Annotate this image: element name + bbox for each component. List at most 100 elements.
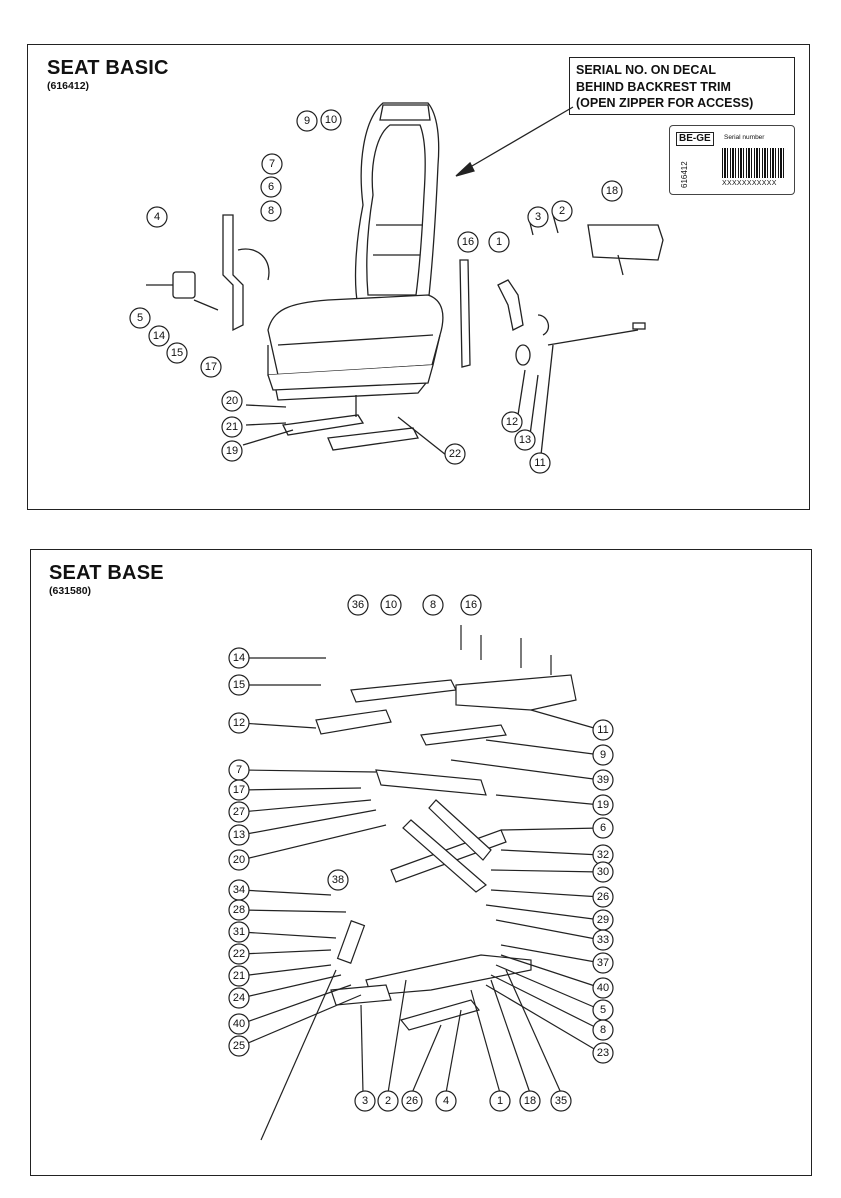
callout-number: 8 (600, 1024, 606, 1036)
callout: 16 (457, 231, 479, 253)
callout-circle (460, 594, 482, 616)
callout-number: 24 (233, 992, 245, 1004)
callout-circle (550, 1090, 572, 1112)
callout-circle (377, 1090, 399, 1112)
callout-number: 20 (226, 395, 238, 407)
callout: 25 (228, 1035, 250, 1057)
callout: 14 (228, 647, 250, 669)
callout-circle (488, 231, 510, 253)
callout: 1 (488, 231, 510, 253)
callout-circle (228, 943, 250, 965)
callout-circle (228, 1035, 250, 1057)
callout: 19 (592, 794, 614, 816)
callout: 15 (228, 674, 250, 696)
callout-number: 21 (226, 421, 238, 433)
callout-circle (551, 200, 573, 222)
callout-number: 29 (597, 914, 609, 926)
callout-circle (228, 965, 250, 987)
callout-number: 31 (233, 926, 245, 938)
callout-number: 7 (269, 158, 275, 170)
callout-number: 1 (496, 236, 502, 248)
serial-note-line: SERIAL NO. ON DECAL (576, 63, 717, 77)
serial-decal: BE-GE Serial number 616412 XXXXXXXXXXX (669, 125, 795, 195)
callout-number: 18 (524, 1095, 536, 1107)
callout-circle (457, 231, 479, 253)
callout: 12 (228, 712, 250, 734)
callout: 10 (320, 109, 342, 131)
callout: 15 (166, 342, 188, 364)
callout: 16 (460, 594, 482, 616)
callout-number: 15 (233, 679, 245, 691)
callout: 5 (129, 307, 151, 329)
callout-number: 17 (233, 784, 245, 796)
callout: 3 (354, 1090, 376, 1112)
callout-circle (228, 824, 250, 846)
callout-circle (529, 452, 551, 474)
callout-circle (166, 342, 188, 364)
callout-number: 5 (137, 312, 143, 324)
callout-circle (592, 769, 614, 791)
callout-number: 8 (430, 599, 436, 611)
callout-circle (260, 176, 282, 198)
callout-circle (221, 390, 243, 412)
callout: 14 (148, 325, 170, 347)
callout-number: 10 (325, 114, 337, 126)
callout-number: 2 (559, 205, 565, 217)
callout-number: 21 (233, 970, 245, 982)
callout-number: 40 (597, 982, 609, 994)
callout-number: 11 (534, 457, 545, 469)
callout-number: 16 (462, 236, 474, 248)
callout-circle (501, 411, 523, 433)
callout: 35 (550, 1090, 572, 1112)
callout-circle (228, 899, 250, 921)
callout: 19 (221, 440, 243, 462)
callout: 2 (551, 200, 573, 222)
callout-number: 7 (236, 764, 242, 776)
callout-number: 18 (606, 185, 618, 197)
callout-number: 38 (332, 874, 344, 886)
callout: 2 (377, 1090, 399, 1112)
callout: 8 (422, 594, 444, 616)
callout-number: 6 (600, 822, 606, 834)
callout-circle (320, 109, 342, 131)
callout: 13 (514, 429, 536, 451)
callout-circle (592, 1042, 614, 1064)
callout-number: 26 (597, 891, 609, 903)
callout-circle (228, 849, 250, 871)
callout-circle (228, 712, 250, 734)
callout-number: 13 (233, 829, 245, 841)
decal-brand: BE-GE (676, 132, 714, 146)
seat-base-drawing: 36 10 8 16 14 15 12 11 9 7 39 17 19 27 1… (228, 594, 614, 1141)
callout: 13 (228, 824, 250, 846)
callout: 24 (228, 987, 250, 1009)
callout: 1 (489, 1090, 511, 1112)
callout: 38 (327, 869, 349, 891)
callout: 20 (228, 849, 250, 871)
callout-circle (347, 594, 369, 616)
callout: 28 (228, 899, 250, 921)
callouts-panel2: 36 10 8 16 14 15 12 11 9 7 39 17 19 27 1… (228, 594, 614, 1112)
callout-circle (592, 817, 614, 839)
callout-circle (228, 674, 250, 696)
callout-circle (592, 1019, 614, 1041)
part-number: (631580) (49, 585, 92, 597)
callout-number: 39 (597, 774, 609, 786)
callout-number: 19 (226, 445, 238, 457)
callout-number: 17 (205, 361, 217, 373)
callout: 26 (401, 1090, 423, 1112)
callout-circle (592, 794, 614, 816)
callout: 29 (592, 909, 614, 931)
callout-number: 22 (233, 948, 245, 960)
callout-number: 12 (233, 717, 245, 729)
callout: 9 (592, 744, 614, 766)
callout-number: 25 (233, 1040, 245, 1052)
callout-circle (146, 206, 168, 228)
callout-number: 9 (304, 115, 310, 127)
callout-number: 20 (233, 854, 245, 866)
panel-title: SEAT BASE (49, 562, 164, 584)
callout-circle (129, 307, 151, 329)
callout-number: 14 (233, 652, 245, 664)
callout-circle (260, 200, 282, 222)
callout-circle (422, 594, 444, 616)
callout: 7 (228, 759, 250, 781)
